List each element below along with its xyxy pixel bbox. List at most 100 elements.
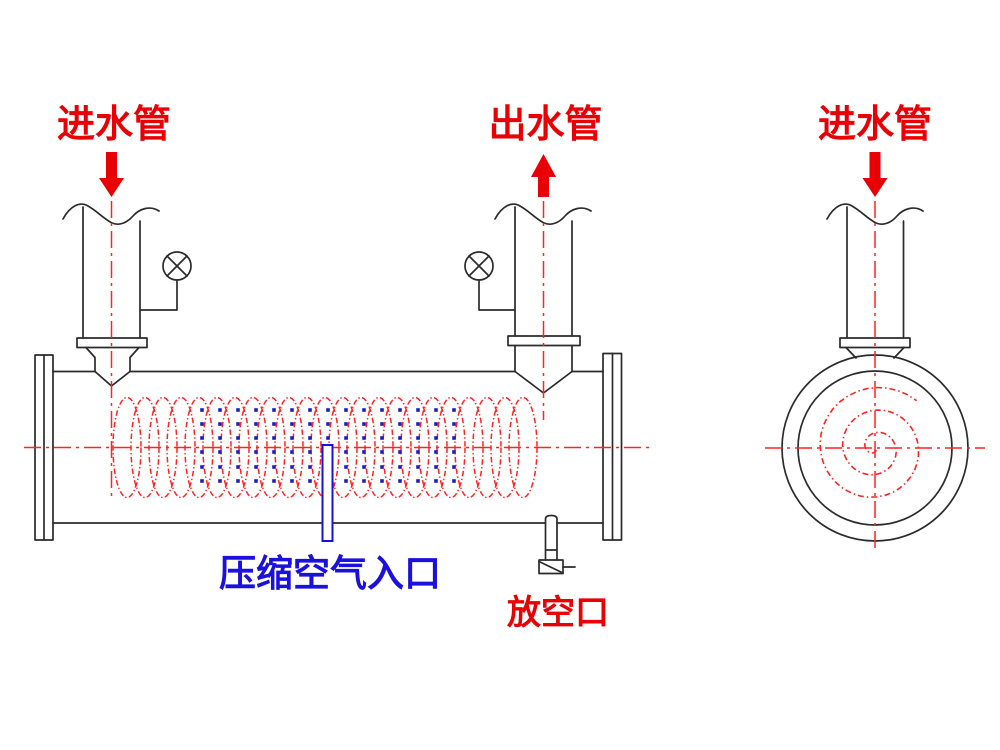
- end-view: [765, 201, 985, 550]
- air-bubble-dot: [398, 479, 402, 483]
- endview-flange-bar: [839, 337, 911, 349]
- labels: 进水管 出水管 进水管 压缩空气入口 放空口: [57, 104, 932, 632]
- air-bubble-dot: [218, 465, 222, 469]
- outlet-neck: [514, 344, 573, 373]
- air-bubble-dot: [254, 450, 258, 454]
- air-bubble-dot: [200, 436, 204, 440]
- label-water-inlet-left: 进水管: [57, 104, 171, 146]
- air-bubble-dot: [308, 408, 312, 412]
- air-bubble-dot: [290, 450, 294, 454]
- air-bubble-dot: [362, 436, 366, 440]
- air-bubble-dot: [380, 422, 384, 426]
- coil-loop: [112, 396, 142, 499]
- inlet-left-arrow-down: [99, 152, 124, 197]
- air-bubble-dot: [362, 465, 366, 469]
- water-outlet-nozzle: [464, 203, 592, 394]
- air-bubble-dot: [326, 422, 330, 426]
- coil-loop: [382, 396, 412, 499]
- air-bubble-dot: [416, 436, 420, 440]
- air-bubble-dot: [434, 422, 438, 426]
- air-bubble-dot: [200, 422, 204, 426]
- air-bubble-dot: [434, 479, 438, 483]
- air-bubble-dot: [272, 408, 276, 412]
- air-bubble-dot: [452, 479, 456, 483]
- air-bubble-dot: [218, 422, 222, 426]
- label-water-inlet-right: 进水管: [818, 104, 932, 146]
- air-bubble-dot: [272, 422, 276, 426]
- air-bubble-dot: [398, 450, 402, 454]
- label-compressed-air-inlet: 压缩空气入口: [219, 553, 441, 594]
- inlet-cone: [94, 370, 131, 387]
- air-bubble-dot: [218, 479, 222, 483]
- air-bubble-dot: [218, 450, 222, 454]
- air-bubble-dot: [434, 408, 438, 412]
- air-bubble-dot: [290, 422, 294, 426]
- air-bubble-dot: [344, 436, 348, 440]
- air-bubble-dot: [380, 479, 384, 483]
- coil-loop: [292, 396, 322, 499]
- air-bubble-dot: [236, 479, 240, 483]
- coil-loop: [202, 396, 232, 499]
- inlet-pipe-walls: [82, 206, 141, 339]
- label-vent-port: 放空口: [507, 594, 609, 632]
- flow-arrows: [99, 152, 888, 197]
- coil-loop: [472, 396, 502, 499]
- air-bubble-dot: [236, 450, 240, 454]
- air-bubble-dot: [416, 408, 420, 412]
- air-bubble-dot: [254, 465, 258, 469]
- air-bubble-dot: [380, 408, 384, 412]
- air-bubble-dot: [344, 422, 348, 426]
- air-bubble-dot: [434, 436, 438, 440]
- inlet-valve-cross: [166, 255, 188, 277]
- air-bubble-dot: [236, 465, 240, 469]
- air-bubble-dot: [236, 408, 240, 412]
- air-bubble-dot: [452, 422, 456, 426]
- air-bubble-dot: [434, 465, 438, 469]
- air-bubble-dot: [200, 479, 204, 483]
- air-bubble-dot: [452, 436, 456, 440]
- centerlines: [24, 201, 650, 500]
- air-bubble-dot: [452, 450, 456, 454]
- air-bubble-dot: [362, 479, 366, 483]
- air-bubble-dot: [416, 479, 420, 483]
- air-bubble-dot: [236, 436, 240, 440]
- air-bubble-dot: [308, 465, 312, 469]
- drain-bump: [544, 514, 558, 524]
- air-bubble-dot: [398, 408, 402, 412]
- air-bubble-dot: [290, 465, 294, 469]
- air-bubble-dot: [254, 422, 258, 426]
- air-bubble-dot: [344, 479, 348, 483]
- air-bubble-dot: [398, 422, 402, 426]
- air-bubble-dot: [452, 408, 456, 412]
- air-bubble-dot: [362, 450, 366, 454]
- air-bubble-dot: [200, 408, 204, 412]
- air-bubble-dot: [200, 450, 204, 454]
- air-bubble-dot: [218, 408, 222, 412]
- air-bubble-dot: [272, 465, 276, 469]
- inlet-right-arrow-down: [862, 152, 888, 197]
- air-bubble-dot: [398, 436, 402, 440]
- label-water-outlet: 出水管: [488, 104, 602, 146]
- coil-spiral: [819, 386, 920, 499]
- outlet-valve-connector: [478, 279, 516, 311]
- air-bubble-dot: [200, 465, 204, 469]
- air-bubble-dot: [344, 450, 348, 454]
- air-bubble-dot: [272, 436, 276, 440]
- air-bubble-dot: [416, 422, 420, 426]
- air-bubble-dot: [308, 422, 312, 426]
- air-bubble-dot: [272, 450, 276, 454]
- air-bubble-dot: [290, 479, 294, 483]
- air-bubble-dot: [326, 436, 330, 440]
- air-bubble-dot: [218, 436, 222, 440]
- inlet-flange-bar: [76, 337, 148, 349]
- drain-assembly: [538, 514, 576, 575]
- air-bubble-dot: [452, 465, 456, 469]
- water-inlet-nozzle: [62, 203, 192, 387]
- air-bubble-dot: [380, 465, 384, 469]
- inlet-valve-connector: [139, 279, 178, 311]
- air-bubble-dot: [254, 479, 258, 483]
- inlet-neck: [85, 346, 140, 373]
- air-bubble-dot: [380, 436, 384, 440]
- air-bubble-dot: [344, 408, 348, 412]
